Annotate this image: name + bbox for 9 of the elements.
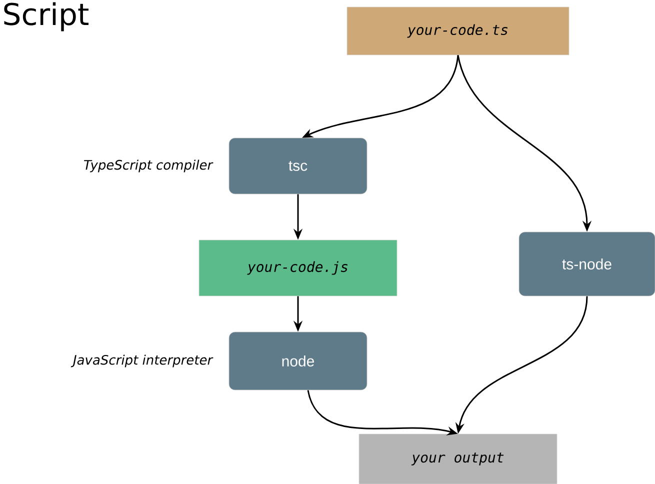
title: Script (4, 2, 88, 32)
file-box: your-code.ts (346, 6, 570, 56)
side-label: TypeScript compiler (84, 160, 214, 172)
file-box: your output (358, 434, 558, 484)
tool-box: ts-node (518, 232, 655, 296)
file-box: your-code.js (198, 240, 398, 296)
tool-box: node (228, 332, 368, 390)
side-label: JavaScript interpreter (70, 354, 214, 368)
tool-box: tsc (228, 138, 368, 194)
